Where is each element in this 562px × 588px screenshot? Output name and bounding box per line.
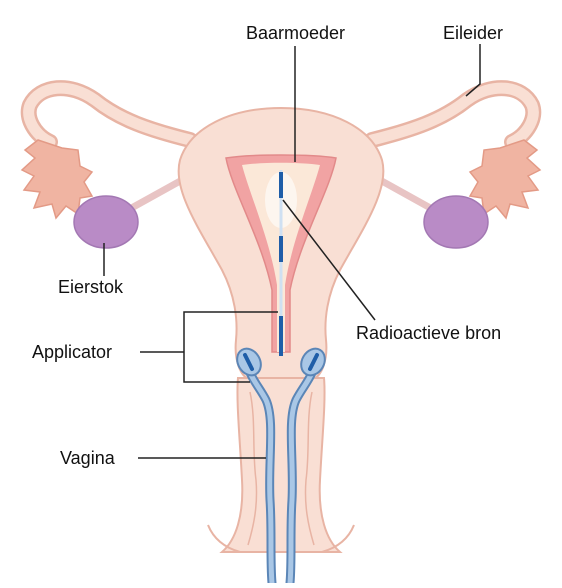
leader-radioactieve-bron bbox=[282, 199, 376, 321]
labia-left bbox=[207, 524, 241, 553]
applicator-tube-right-inner bbox=[287, 353, 317, 586]
fimbriae-right bbox=[468, 139, 542, 220]
label-eierstok: Eierstok bbox=[58, 277, 124, 297]
applicator-tube-left-inner bbox=[245, 353, 275, 586]
leader-applicator-bracket bbox=[183, 311, 278, 383]
ovary-left bbox=[73, 195, 139, 249]
label-radioactieve-bron: Radioactieve bron bbox=[356, 323, 502, 343]
label-eileider: Eileider bbox=[443, 23, 504, 43]
fallopian-tube-right-inner bbox=[366, 82, 539, 148]
vagina-canal bbox=[219, 377, 343, 553]
leader-eileider bbox=[465, 44, 481, 97]
fimbriae-left bbox=[20, 139, 94, 220]
ovary-right bbox=[423, 195, 489, 249]
label-applicator: Applicator bbox=[32, 342, 113, 362]
label-baarmoeder: Baarmoeder bbox=[246, 23, 346, 43]
applicator-source-left bbox=[243, 353, 254, 371]
ovarian-ligament-right bbox=[378, 176, 436, 214]
fallopian-tube-left-inner bbox=[23, 82, 196, 148]
label-vagina: Vagina bbox=[60, 448, 115, 468]
ovarian-ligament-left bbox=[126, 176, 184, 214]
labia-right bbox=[321, 524, 355, 553]
applicator-source-right bbox=[308, 353, 319, 371]
vaginal-folds bbox=[247, 391, 315, 546]
